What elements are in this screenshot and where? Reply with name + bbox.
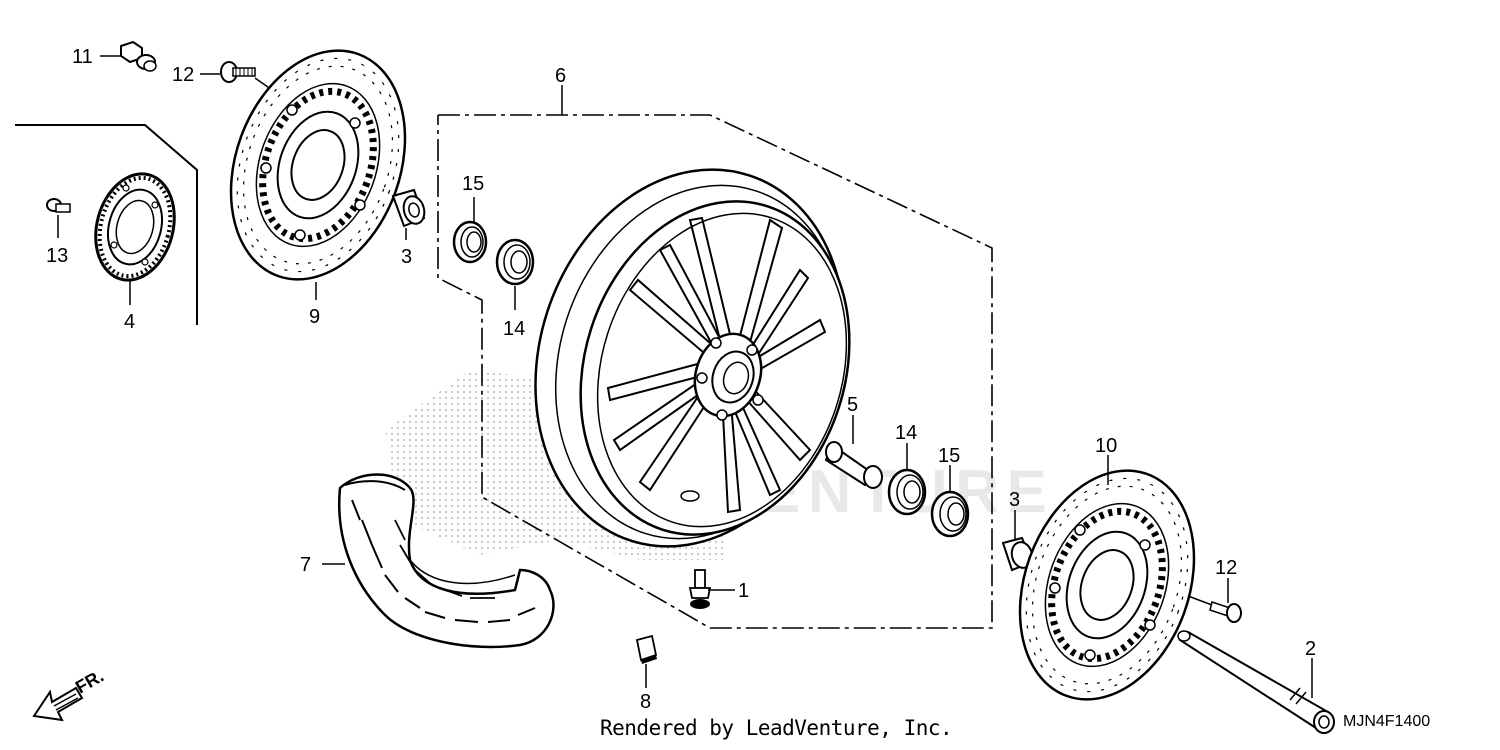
side-collar-3-left[interactable] [391, 188, 427, 228]
brake-disc-10-right[interactable] [990, 446, 1225, 724]
brake-disc-9-left[interactable] [201, 26, 436, 304]
callout-14-left[interactable]: 14 [503, 318, 525, 340]
wheel-6[interactable] [488, 129, 892, 587]
callout-4[interactable]: 4 [124, 311, 135, 333]
tire-7[interactable] [338, 473, 555, 649]
pulser-ring-4[interactable] [84, 165, 185, 289]
distance-collar-5[interactable] [824, 441, 883, 489]
balance-weight-8[interactable] [635, 634, 658, 664]
disc-bolt-12-left[interactable] [220, 61, 256, 83]
callout-2[interactable]: 2 [1305, 638, 1316, 660]
wheel-assembly-outline [437, 114, 993, 629]
rendered-by-footer: Rendered by LeadVenture, Inc. [600, 716, 953, 740]
valve-stem-1[interactable] [688, 569, 712, 609]
callout-12-left[interactable]: 12 [172, 64, 194, 86]
pulser-group-bracket [15, 124, 198, 325]
callout-15-right[interactable]: 15 [938, 445, 960, 467]
callout-3-left[interactable]: 3 [401, 246, 412, 268]
bearing-14-left[interactable] [495, 238, 535, 286]
bearing-14-right[interactable] [887, 468, 927, 516]
part-labels: 11 12 13 4 9 3 15 14 6 5 14 15 3 10 12 2… [46, 46, 1316, 713]
disc-bolt-12-right[interactable] [1209, 601, 1242, 623]
leader-lines [57, 55, 1313, 698]
callout-14-right[interactable]: 14 [895, 422, 917, 444]
pulser-screw-13[interactable] [46, 198, 71, 213]
callout-10[interactable]: 10 [1095, 435, 1117, 457]
callout-13[interactable]: 13 [46, 245, 68, 267]
callout-11[interactable]: 11 [72, 46, 93, 68]
dust-seal-15-right[interactable] [930, 490, 970, 538]
callout-1[interactable]: 1 [738, 580, 749, 602]
callout-12-right[interactable]: 12 [1215, 557, 1237, 579]
callout-7[interactable]: 7 [300, 554, 311, 576]
dust-seal-15-left[interactable] [452, 220, 488, 264]
diagram-code: MJN4F1400 [1343, 713, 1431, 730]
callout-15-left[interactable]: 15 [462, 173, 484, 195]
axle-2[interactable] [1177, 630, 1335, 734]
front-direction-indicator: FR. [32, 666, 107, 722]
callout-6[interactable]: 6 [555, 65, 566, 87]
flange-bolt-11[interactable] [120, 40, 157, 72]
callout-9[interactable]: 9 [309, 306, 320, 328]
callout-3-right[interactable]: 3 [1009, 489, 1020, 511]
callout-8[interactable]: 8 [640, 691, 651, 713]
callout-5[interactable]: 5 [847, 394, 858, 416]
